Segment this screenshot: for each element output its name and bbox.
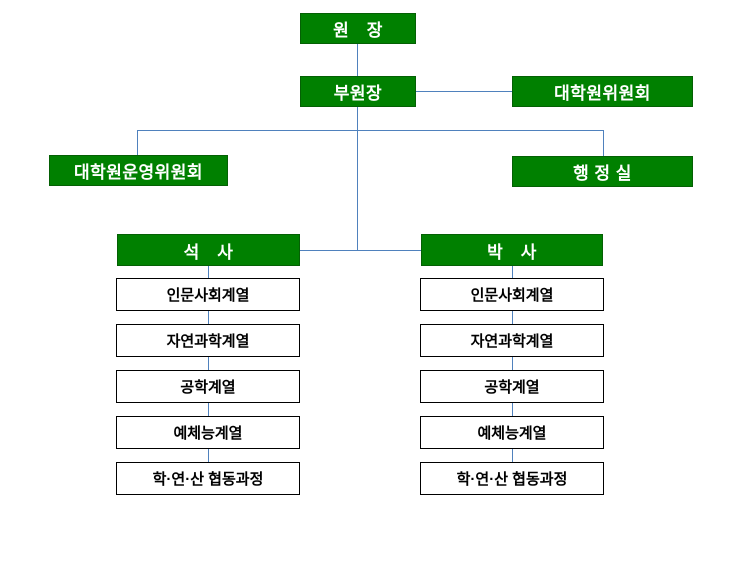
doctoral-track-box-1: 인문사회계열 xyxy=(420,278,604,311)
doctoral-track-label-3: 공학계열 xyxy=(484,379,540,396)
masters-track-box-4: 예체능계열 xyxy=(116,416,300,449)
connector-masters-track5 xyxy=(207,449,209,463)
doctoral-track-label-2: 자연과학계열 xyxy=(470,333,554,350)
doctoral-track-box-4: 예체능계열 xyxy=(420,416,604,449)
connector-vicepresident-trunk xyxy=(356,107,358,251)
masters-track-box-3: 공학계열 xyxy=(116,370,300,403)
masters-track-box-5: 학·연·산 협동과정 xyxy=(116,462,300,495)
node-vice-president: 부원장 xyxy=(300,76,416,107)
masters-track-box-2: 자연과학계열 xyxy=(116,324,300,357)
doctoral-track-label-4: 예체능계열 xyxy=(477,425,547,442)
node-operating-committee-label: 대학원운영위원회 xyxy=(73,163,204,182)
connector-stub-operating-committee xyxy=(136,130,138,156)
masters-track-label-2: 자연과학계열 xyxy=(166,333,250,350)
masters-track-label-4: 예체능계열 xyxy=(173,425,243,442)
doctoral-track-label-5: 학·연·산 협동과정 xyxy=(456,471,568,488)
connector-president-vicepresident xyxy=(356,44,358,77)
node-vice-president-label: 부원장 xyxy=(333,84,383,103)
node-masters: 석 사 xyxy=(117,234,300,266)
doctoral-track-box-3: 공학계열 xyxy=(420,370,604,403)
connector-doctoral-track1 xyxy=(511,266,513,279)
node-doctoral-label: 박 사 xyxy=(487,242,537,262)
connector-vicepresident-graduate-committee xyxy=(416,90,512,92)
masters-track-box-1: 인문사회계열 xyxy=(116,278,300,311)
connector-masters-track3 xyxy=(207,357,209,371)
connector-branch-horizontal xyxy=(136,129,604,131)
connector-doctoral-track2 xyxy=(511,311,513,325)
node-operating-committee: 대학원운영위원회 xyxy=(49,155,228,186)
node-graduate-committee-label: 대학원위원회 xyxy=(554,84,651,103)
node-president: 원 장 xyxy=(300,13,416,44)
connector-masters-track4 xyxy=(207,403,209,417)
connector-doctoral-track5 xyxy=(511,449,513,463)
connector-masters-track2 xyxy=(207,311,209,325)
node-president-label: 원 장 xyxy=(333,21,383,40)
node-admin-office: 행 정 실 xyxy=(512,156,693,187)
masters-track-label-5: 학·연·산 협동과정 xyxy=(152,471,264,488)
connector-stub-admin-office xyxy=(602,130,604,157)
doctoral-track-label-1: 인문사회계열 xyxy=(470,287,554,304)
connector-masters-track1 xyxy=(207,266,209,279)
node-masters-label: 석 사 xyxy=(183,242,234,262)
masters-track-label-1: 인문사회계열 xyxy=(166,287,250,304)
node-doctoral: 박 사 xyxy=(421,234,603,266)
connector-doctoral-track3 xyxy=(511,357,513,371)
masters-track-label-3: 공학계열 xyxy=(180,379,236,396)
connector-doctoral-track4 xyxy=(511,403,513,417)
doctoral-track-box-5: 학·연·산 협동과정 xyxy=(420,462,604,495)
node-graduate-committee: 대학원위원회 xyxy=(512,76,693,107)
connector-masters-doctoral xyxy=(300,249,422,251)
node-admin-office-label: 행 정 실 xyxy=(573,164,632,183)
doctoral-track-box-2: 자연과학계열 xyxy=(420,324,604,357)
